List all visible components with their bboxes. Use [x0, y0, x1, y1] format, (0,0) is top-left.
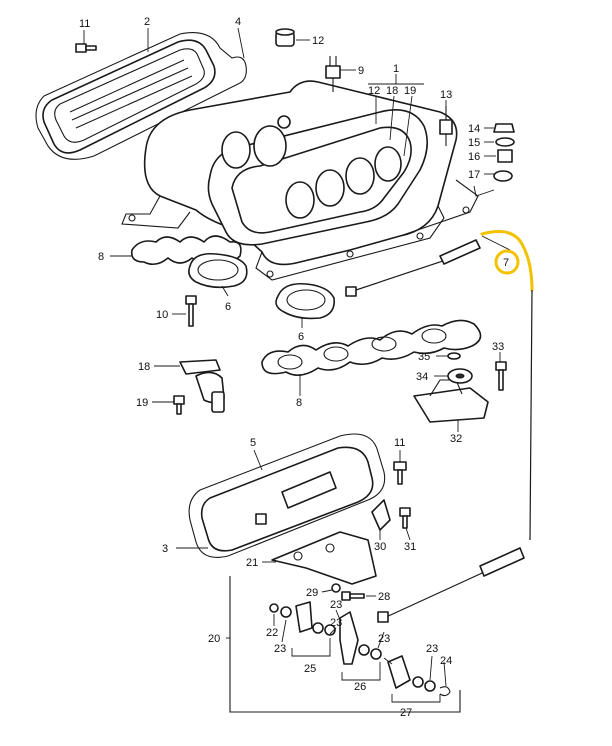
- bracket-part-30: [371, 499, 391, 531]
- gasket-part-5: [188, 433, 386, 558]
- callout-14: 14: [468, 123, 480, 135]
- bolt-part-31: [399, 507, 411, 529]
- callout-8-upper: 8: [98, 251, 104, 263]
- bolt-part-10: [185, 295, 197, 327]
- callout-23-e: 23: [426, 643, 438, 655]
- callout-18-group: 18: [386, 85, 398, 97]
- callout-32: 32: [450, 433, 462, 445]
- callout-2: 2: [144, 16, 150, 28]
- cap-part-12: [275, 28, 295, 47]
- callout-10: 10: [156, 309, 168, 321]
- callout-23-b: 23: [274, 643, 286, 655]
- callout-23-d: 23: [378, 633, 390, 645]
- callout-27: 27: [400, 707, 412, 719]
- callout-15: 15: [468, 137, 480, 149]
- callout-labels: 11 2 4 12 9 1 12 18 19 13 14 15 16 17 8 …: [79, 16, 504, 719]
- bushing-part-34: [447, 368, 473, 384]
- callout-11: 11: [79, 18, 90, 30]
- callout-26: 26: [354, 681, 366, 693]
- callout-4: 4: [235, 16, 241, 28]
- callout-31: 31: [404, 541, 416, 553]
- bolt-part-11-top: [75, 43, 97, 53]
- grommet-part-17: [493, 170, 513, 182]
- callout-16: 16: [468, 151, 480, 163]
- callout-22: 22: [266, 627, 278, 639]
- cover-gasket: [35, 32, 247, 160]
- spacer-part-16: [497, 149, 513, 163]
- callout-1: 1: [393, 63, 399, 75]
- callout-24: 24: [440, 655, 452, 667]
- bolt-part-33: [495, 361, 507, 391]
- gasket-part-6-right: [275, 282, 336, 320]
- callout-29: 29: [306, 587, 318, 599]
- bolt-part-19: [173, 395, 185, 415]
- callout-20: 20: [208, 633, 220, 645]
- callout-19-group: 19: [404, 85, 416, 97]
- bracket-part-21: [271, 531, 377, 585]
- callout-35: 35: [418, 351, 430, 363]
- callout-17: 17: [468, 169, 480, 181]
- callout-6-left: 6: [225, 301, 231, 313]
- clip-part-35: [447, 352, 461, 360]
- callout-21: 21: [246, 557, 258, 569]
- bracket-part-32: [413, 379, 489, 423]
- gasket-part-8-lower: [261, 319, 482, 376]
- callout-11-lower: 11: [394, 437, 405, 449]
- cover-part-3: [200, 446, 374, 552]
- callout-25: 25: [304, 663, 316, 675]
- callout-34: 34: [416, 371, 428, 383]
- highlight-callout-7: 7: [494, 249, 520, 275]
- callout-30: 30: [374, 541, 386, 553]
- washer-part-29: [331, 583, 341, 593]
- leader-lines: [83, 27, 511, 703]
- callout-3: 3: [162, 543, 168, 555]
- sensor-part-9: [325, 56, 341, 92]
- cover-plate-upper: [42, 39, 216, 154]
- throttle-cable-part-7: [345, 230, 534, 541]
- callout-7: 7: [503, 257, 509, 269]
- washer-part-15: [495, 137, 515, 147]
- intake-manifold: [121, 80, 479, 281]
- callout-23-c: 23: [330, 617, 342, 629]
- callout-19: 19: [136, 397, 148, 409]
- bolt-part-11-lower: [393, 461, 407, 485]
- callout-18: 18: [138, 361, 150, 373]
- valve-part-13: [439, 106, 453, 146]
- callout-5: 5: [250, 437, 256, 449]
- callout-12-group: 12: [368, 85, 380, 97]
- linkage-assembly-part-20: [229, 547, 525, 713]
- bolt-part-28: [341, 591, 365, 601]
- callout-13: 13: [440, 89, 452, 101]
- callout-6-right: 6: [298, 331, 304, 343]
- callout-12: 12: [312, 35, 324, 47]
- callout-28: 28: [378, 591, 390, 603]
- bracket-part-18: [179, 359, 225, 413]
- callout-23-a: 23: [330, 599, 342, 611]
- callout-9: 9: [358, 65, 364, 77]
- gasket-part-6-left: [188, 252, 248, 289]
- callout-33: 33: [492, 341, 504, 353]
- callout-8-lower: 8: [296, 397, 302, 409]
- nut-part-14: [493, 123, 515, 133]
